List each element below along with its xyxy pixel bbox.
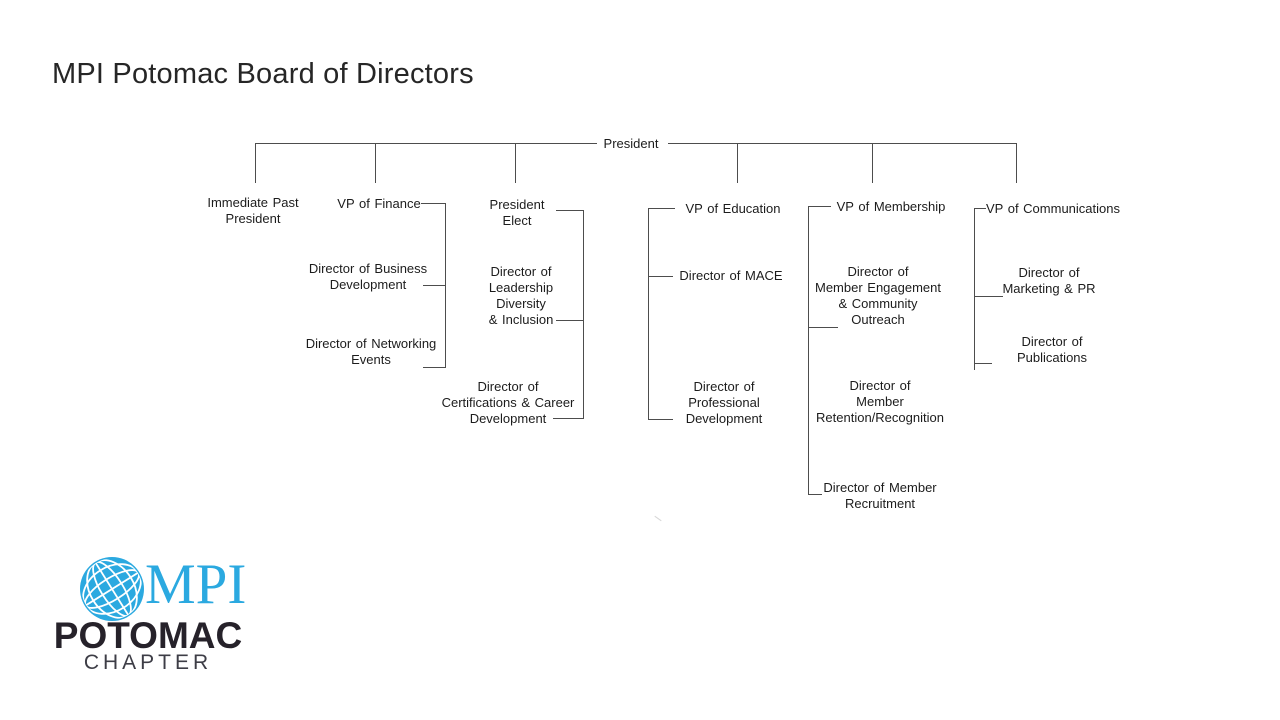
node-director-professional-development: Director of Professional Development <box>685 379 763 426</box>
logo-acronym: MPI <box>145 553 247 616</box>
node-director-certifications-career-development: Director of Certifications & Career Deve… <box>441 379 575 426</box>
node-vp-membership: VP of Membership <box>836 199 946 214</box>
president-elect-tick-top <box>556 210 583 211</box>
node-vp-communications: VP of Communications <box>986 201 1120 216</box>
drop-vp-finance <box>375 143 376 183</box>
drop-president-elect <box>515 143 516 183</box>
drop-vp-education <box>737 143 738 183</box>
node-director-mace: Director of MACE <box>679 268 783 283</box>
communications-tick-publications <box>974 363 992 364</box>
president-elect-vertical <box>583 210 584 419</box>
drop-vp-communications <box>1016 143 1017 183</box>
node-vp-education: VP of Education <box>685 201 781 216</box>
education-tick-professional <box>648 419 673 420</box>
membership-tick-recruitment <box>808 494 822 495</box>
education-branch-vertical <box>648 208 649 420</box>
membership-tick-engagement <box>808 327 838 328</box>
communications-tick-marketing <box>974 296 1003 297</box>
page-title: MPI Potomac Board of Directors <box>52 58 474 90</box>
education-tick-mace <box>648 276 673 277</box>
node-director-leadership-diversity-inclusion: Director of Leadership Diversity & Inclu… <box>488 264 554 327</box>
communications-branch-vertical <box>974 208 975 370</box>
drop-immediate-past-president <box>255 143 256 183</box>
rail-right <box>668 143 1017 144</box>
finance-tick-networking <box>423 367 445 368</box>
membership-branch-vertical <box>808 206 809 495</box>
node-director-marketing-pr: Director of Marketing & PR <box>1002 265 1096 296</box>
stray-mark <box>654 515 662 522</box>
node-president-elect: President Elect <box>489 197 545 228</box>
communications-tick-top <box>974 208 986 209</box>
node-director-member-retention: Director of Member Retention/Recognition <box>816 378 944 425</box>
node-president: President <box>603 136 659 151</box>
logo-chapter-word: CHAPTER <box>83 651 213 674</box>
education-tick-top <box>648 208 675 209</box>
node-director-publications: Director of Publications <box>1016 334 1088 365</box>
mpi-potomac-logo: MPI POTOMAC CHAPTER <box>52 548 247 680</box>
finance-tick-business <box>423 285 445 286</box>
node-director-member-recruitment: Director of Member Recruitment <box>823 480 937 511</box>
node-director-business-development: Director of Business Development <box>308 261 428 292</box>
president-elect-tick-leadership <box>556 320 583 321</box>
finance-branch-vertical <box>445 203 446 368</box>
membership-tick-top <box>808 206 831 207</box>
node-director-networking-events: Director of Networking Events <box>305 336 437 367</box>
president-elect-tick-certifications <box>553 418 583 419</box>
node-vp-finance: VP of Finance <box>337 196 421 211</box>
node-director-member-engagement: Director of Member Engagement & Communit… <box>814 264 941 327</box>
node-immediate-past-president: Immediate Past President <box>207 195 299 226</box>
drop-vp-membership <box>872 143 873 183</box>
rail-left <box>255 143 597 144</box>
logo-chapter-name: POTOMAC <box>53 615 243 656</box>
finance-branch-tick-top <box>421 203 446 204</box>
globe-icon <box>80 557 144 621</box>
